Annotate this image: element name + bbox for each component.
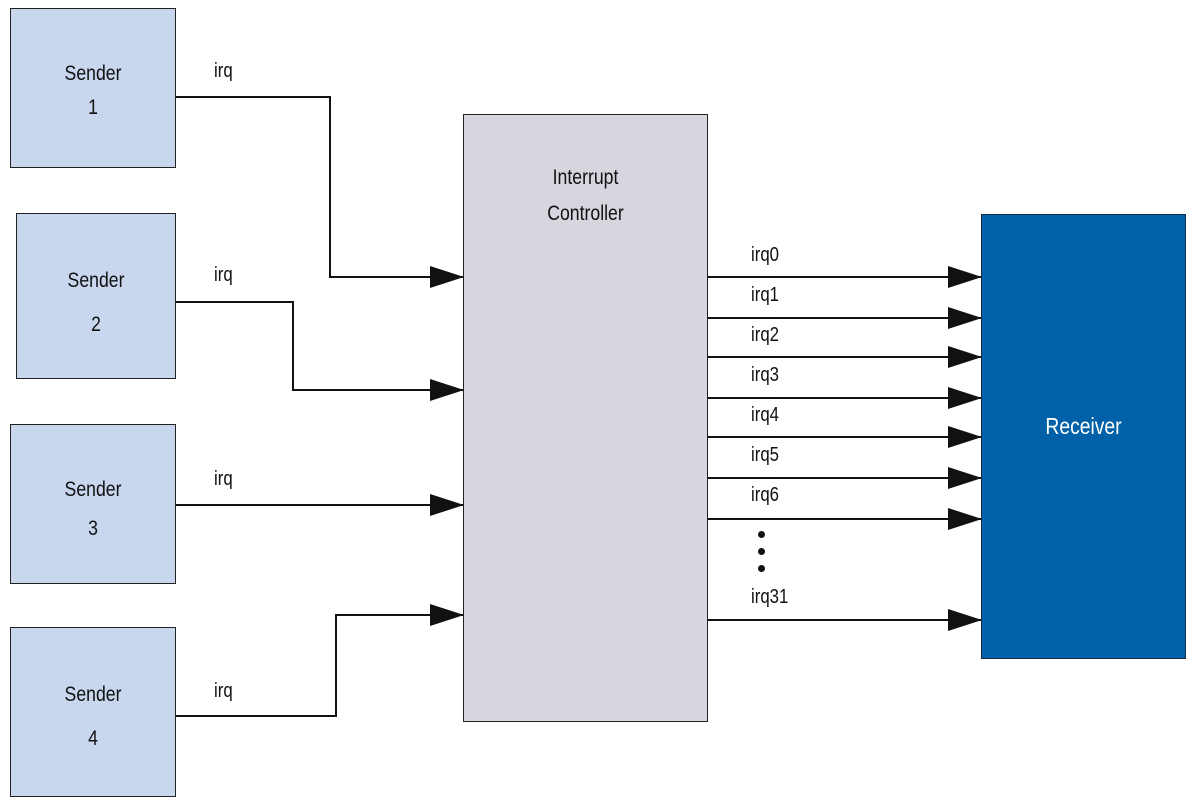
sender-1-block: Sender 1 [10,8,176,168]
irq5-label: irq5 [751,444,780,466]
sender-4-irq-wire [176,604,464,717]
controller-title-line2: Controller [547,202,624,225]
controller-title-line1: Interrupt [552,166,619,189]
sender-3-name: Sender [64,478,122,501]
sender-2-irq-label: irq [214,264,233,286]
sender-1-irq-wire [176,96,464,288]
sender-2-number: 2 [91,313,101,336]
irq6-label: irq6 [751,484,780,506]
irq31-label: irq31 [751,586,789,608]
ellipsis-dot-1 [758,531,765,538]
sender-2-name: Sender [67,269,125,292]
sender-1-name: Sender [64,62,122,85]
ellipsis-dot-2 [758,548,765,555]
irq1-label: irq1 [751,284,780,306]
sender-2-block: Sender 2 [16,213,176,379]
interrupt-controller-block: Interrupt Controller [463,114,708,722]
sender-2-irq-wire [176,301,464,401]
irq4-label: irq4 [751,404,780,426]
sender-1-number: 1 [88,96,98,119]
sender-4-name: Sender [64,683,122,706]
sender-3-number: 3 [88,517,98,540]
sender-1-irq-label: irq [214,60,233,82]
ellipsis-dot-3 [758,565,765,572]
irq3-label: irq3 [751,364,780,386]
sender-3-block: Sender 3 [10,424,176,584]
irq0-label: irq0 [751,244,780,266]
receiver-label: Receiver [1045,413,1122,439]
sender-3-irq-label: irq [214,468,233,490]
receiver-block: Receiver [981,214,1186,659]
sender-4-number: 4 [88,727,98,750]
sender-4-block: Sender 4 [10,627,176,797]
sender-4-irq-label: irq [214,680,233,702]
irq2-label: irq2 [751,324,780,346]
